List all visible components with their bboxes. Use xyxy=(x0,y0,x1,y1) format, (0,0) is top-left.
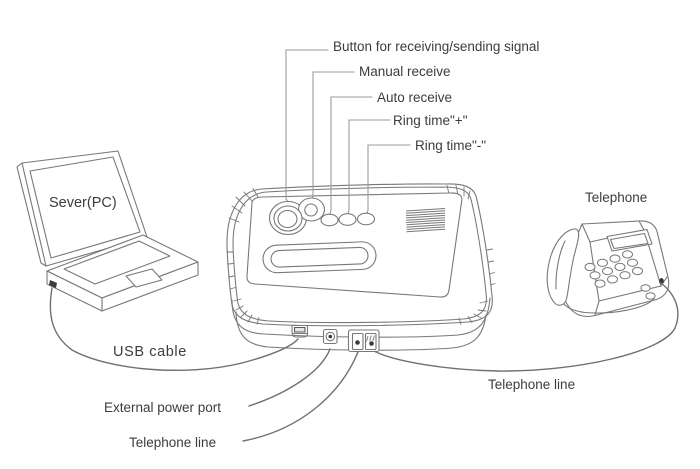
keypad-key xyxy=(627,258,638,267)
power-port-pin xyxy=(328,334,333,339)
laptop-screen-inner xyxy=(29,156,141,259)
corner-hatch-bottom-right xyxy=(458,300,489,325)
label-receive-send-button: Button for receiving/sending signal xyxy=(333,39,540,54)
leader-auto-receive xyxy=(329,96,373,215)
corner-hatch-top-right xyxy=(446,185,471,200)
leader-receive-send xyxy=(285,49,329,207)
adapter-shell-inner xyxy=(232,186,487,324)
keypad-key xyxy=(619,271,631,280)
laptop-screen-side xyxy=(16,162,47,267)
keypad-key xyxy=(632,266,643,276)
laptop-keyboard xyxy=(63,240,171,285)
telephone-device xyxy=(546,220,670,318)
telephone-handset xyxy=(546,228,580,306)
keypad-key xyxy=(607,275,618,284)
label-server-pc: Sever(PC) xyxy=(49,195,117,211)
label-manual-receive: Manual receive xyxy=(359,64,451,79)
keypad-key xyxy=(594,279,606,288)
edge-hatch-right xyxy=(486,248,496,286)
external-power-leader xyxy=(248,348,331,407)
edge-hatch-left xyxy=(226,251,236,290)
keypad-key xyxy=(602,267,613,276)
keypad-key xyxy=(597,258,608,267)
speaker-grille xyxy=(405,208,446,233)
label-telephone-line-bottom: Telephone line xyxy=(129,435,217,450)
ring-plus-button xyxy=(338,213,357,226)
laptop-usb-connector xyxy=(49,280,57,288)
telephone-keypad xyxy=(584,250,656,300)
telephone-line-leader-bottom xyxy=(242,351,359,442)
keypad-key xyxy=(584,262,596,272)
recess-slot-inner xyxy=(270,246,369,268)
label-telephone: Telephone xyxy=(585,190,648,205)
leader-manual-receive xyxy=(310,71,355,205)
laptop-left-face xyxy=(46,270,103,312)
corner-hatch-bottom-left xyxy=(233,298,260,325)
ring-minus-button xyxy=(356,212,376,226)
telephone-panel-edges xyxy=(581,220,668,316)
phone-jack-1-pin xyxy=(355,340,360,345)
phone-jack-contacts xyxy=(366,335,375,342)
adapter-controls xyxy=(262,197,446,274)
function-key xyxy=(640,284,651,292)
keypad-key xyxy=(589,271,601,280)
label-ring-time-plus: Ring time"+" xyxy=(393,113,468,128)
corner-hatch-top-left xyxy=(228,188,259,223)
laptop-touchpad xyxy=(125,268,163,288)
adapter-ports xyxy=(291,324,380,353)
telephone-display-inner xyxy=(609,232,649,250)
leader-ring-plus xyxy=(347,119,391,215)
auto-receive-button xyxy=(320,213,339,227)
function-key xyxy=(645,292,656,300)
label-telephone-line-right: Telephone line xyxy=(488,377,576,392)
leader-ring-minus xyxy=(366,144,411,215)
label-external-power-port: External power port xyxy=(104,400,222,415)
telephone-line-curve-right xyxy=(374,282,679,372)
keypad-key xyxy=(622,250,633,259)
label-usb-cable: USB cable xyxy=(113,344,187,360)
telephone-handset-line xyxy=(555,240,566,290)
label-auto-receive: Auto receive xyxy=(377,90,453,105)
connection-cables xyxy=(49,282,679,442)
usb-cable-curve xyxy=(49,287,299,372)
telephone-cord-socket xyxy=(659,278,664,284)
usb-port-lip xyxy=(291,333,309,338)
keypad-key xyxy=(614,262,626,271)
keypad-key xyxy=(609,254,621,263)
receive-send-button-inner xyxy=(277,209,298,229)
usb-port-inner xyxy=(293,326,306,333)
laptop xyxy=(16,150,199,312)
telephone-base-plinth xyxy=(559,296,655,314)
manual-receive-button xyxy=(304,203,318,217)
label-ring-time-minus: Ring time"-" xyxy=(415,138,487,153)
phone-jack-2-pin xyxy=(369,341,374,346)
